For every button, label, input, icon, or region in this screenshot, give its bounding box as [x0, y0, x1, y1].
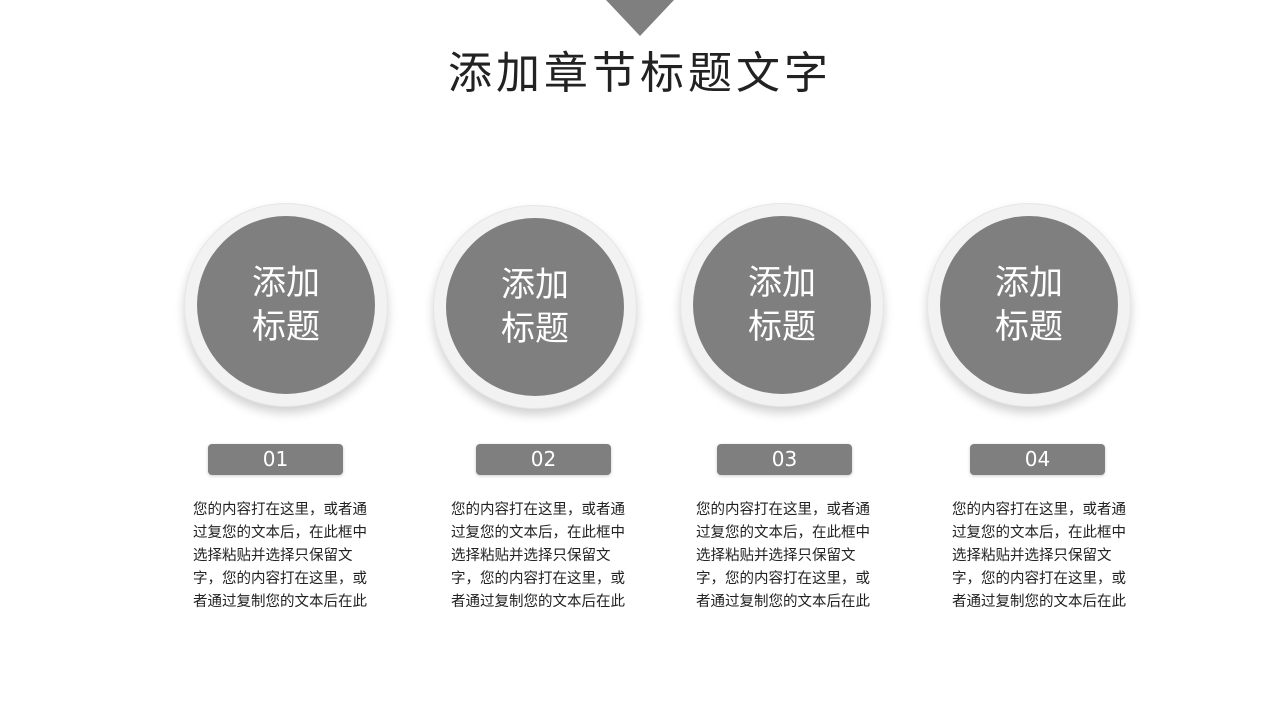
circle-ring: 添加标题 — [927, 203, 1131, 407]
circle-title-line1: 添加 — [995, 263, 1063, 303]
description: 您的内容打在这里，或者通过复您的文本后，在此框中选择粘贴并选择只保留文字，您的内… — [696, 502, 870, 610]
description: 您的内容打在这里，或者通过复您的文本后，在此框中选择粘贴并选择只保留文字，您的内… — [952, 502, 1126, 610]
number-badge: 03 — [717, 444, 852, 475]
circle-title-line2: 标题 — [252, 307, 320, 347]
circle-title-line2: 标题 — [748, 307, 816, 347]
number-badge: 04 — [970, 444, 1105, 475]
number-badge: 02 — [476, 444, 611, 475]
circle-title-line2: 标题 — [995, 307, 1063, 347]
circle-title: 添加标题 — [940, 216, 1118, 394]
description: 您的内容打在这里，或者通过复您的文本后，在此框中选择粘贴并选择只保留文字，您的内… — [451, 502, 625, 610]
circle-title-line1: 添加 — [748, 263, 816, 303]
circle-title: 添加标题 — [693, 216, 871, 394]
top-triangle-decoration — [606, 0, 674, 36]
description: 您的内容打在这里，或者通过复您的文本后，在此框中选择粘贴并选择只保留文字，您的内… — [193, 502, 367, 610]
circle-ring: 添加标题 — [680, 203, 884, 407]
circle-title: 添加标题 — [446, 218, 624, 396]
circle-title-line1: 添加 — [252, 263, 320, 303]
page-title: 添加章节标题文字 — [448, 48, 832, 99]
circle-ring: 添加标题 — [184, 203, 388, 407]
number-badge: 01 — [208, 444, 343, 475]
circle-title-line2: 标题 — [501, 309, 569, 349]
circle-ring: 添加标题 — [433, 205, 637, 409]
circle-title: 添加标题 — [197, 216, 375, 394]
circle-title-line1: 添加 — [501, 265, 569, 305]
